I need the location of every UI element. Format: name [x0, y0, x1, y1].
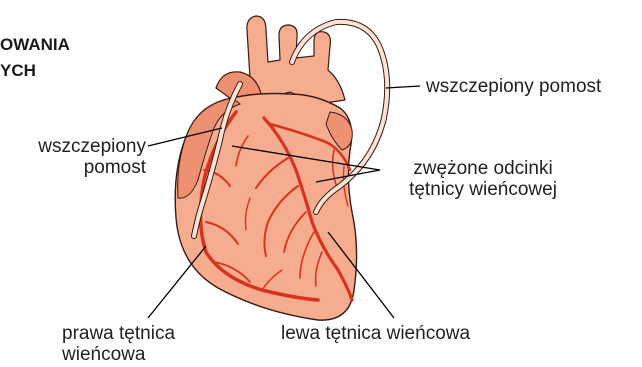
- label-right-coronary-artery: prawa tętnica wieńcowa: [62, 323, 175, 365]
- label-right-coronary-line-2: wieńcowa: [62, 344, 175, 365]
- label-left-coronary-artery: lewa tętnica wieńcowa: [281, 323, 470, 344]
- label-graft-right-line-1: wszczepiony: [10, 136, 146, 157]
- leader-right-coronary: [148, 246, 206, 318]
- label-graft-right: wszczepiony pomost: [10, 136, 146, 178]
- leader-graft-top: [386, 86, 420, 88]
- label-graft-right-line-2: pomost: [10, 157, 146, 178]
- label-right-coronary-line-1: prawa tętnica: [62, 323, 175, 344]
- label-narrowed-line-2: tętnicy wieńcowej: [393, 179, 573, 200]
- label-narrowed-segments: zwężone odcinki tętnicy wieńcowej: [393, 158, 573, 200]
- label-narrowed-line-1: zwężone odcinki: [393, 158, 573, 179]
- label-graft-top: wszczepiony pomost: [426, 76, 601, 97]
